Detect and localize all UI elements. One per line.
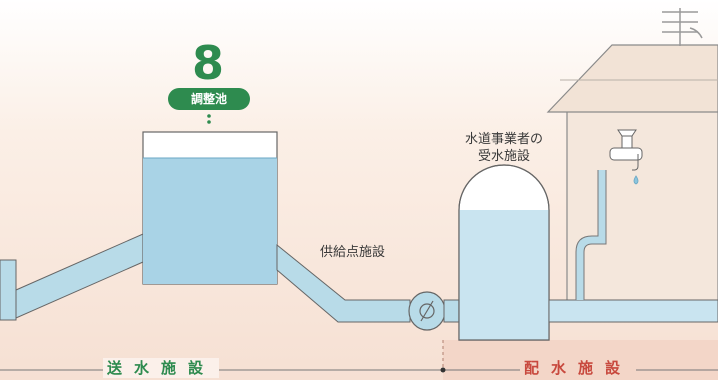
valve-icon [408, 291, 446, 331]
house-roof [546, 44, 718, 113]
receiving-facility-label-line2: 受水施設 [477, 149, 530, 164]
faucet-icon [609, 129, 643, 185]
antenna-icon [662, 8, 703, 46]
water-drop-icon [633, 175, 639, 185]
reservoir-water [143, 158, 277, 284]
distribution-pipe [548, 299, 718, 323]
badge-connector-dot [207, 120, 211, 124]
badge-connector-dot [207, 114, 211, 118]
supply-point-label: 供給点施設 [320, 245, 386, 260]
receiving-tank-water [459, 210, 549, 340]
receiving-facility-label-line1: 水道事業者の [464, 132, 543, 147]
receiving-tank [458, 164, 550, 341]
distribution-facilities-label: 配水施設 [520, 358, 637, 378]
regulating-reservoir-badge: 調整池 [168, 88, 250, 110]
regulating-reservoir [142, 131, 278, 285]
riser-pipe-outline [575, 170, 607, 300]
left-stub [0, 259, 17, 321]
riser-pipe-fill [576, 170, 606, 300]
house [546, 8, 718, 311]
facility-number: 8 [191, 36, 224, 90]
supply-pipe [276, 243, 411, 323]
zone-boundary-dot [440, 367, 446, 373]
transmission-facilities-label: 送水施設 [103, 358, 220, 378]
house-wall [566, 104, 718, 311]
